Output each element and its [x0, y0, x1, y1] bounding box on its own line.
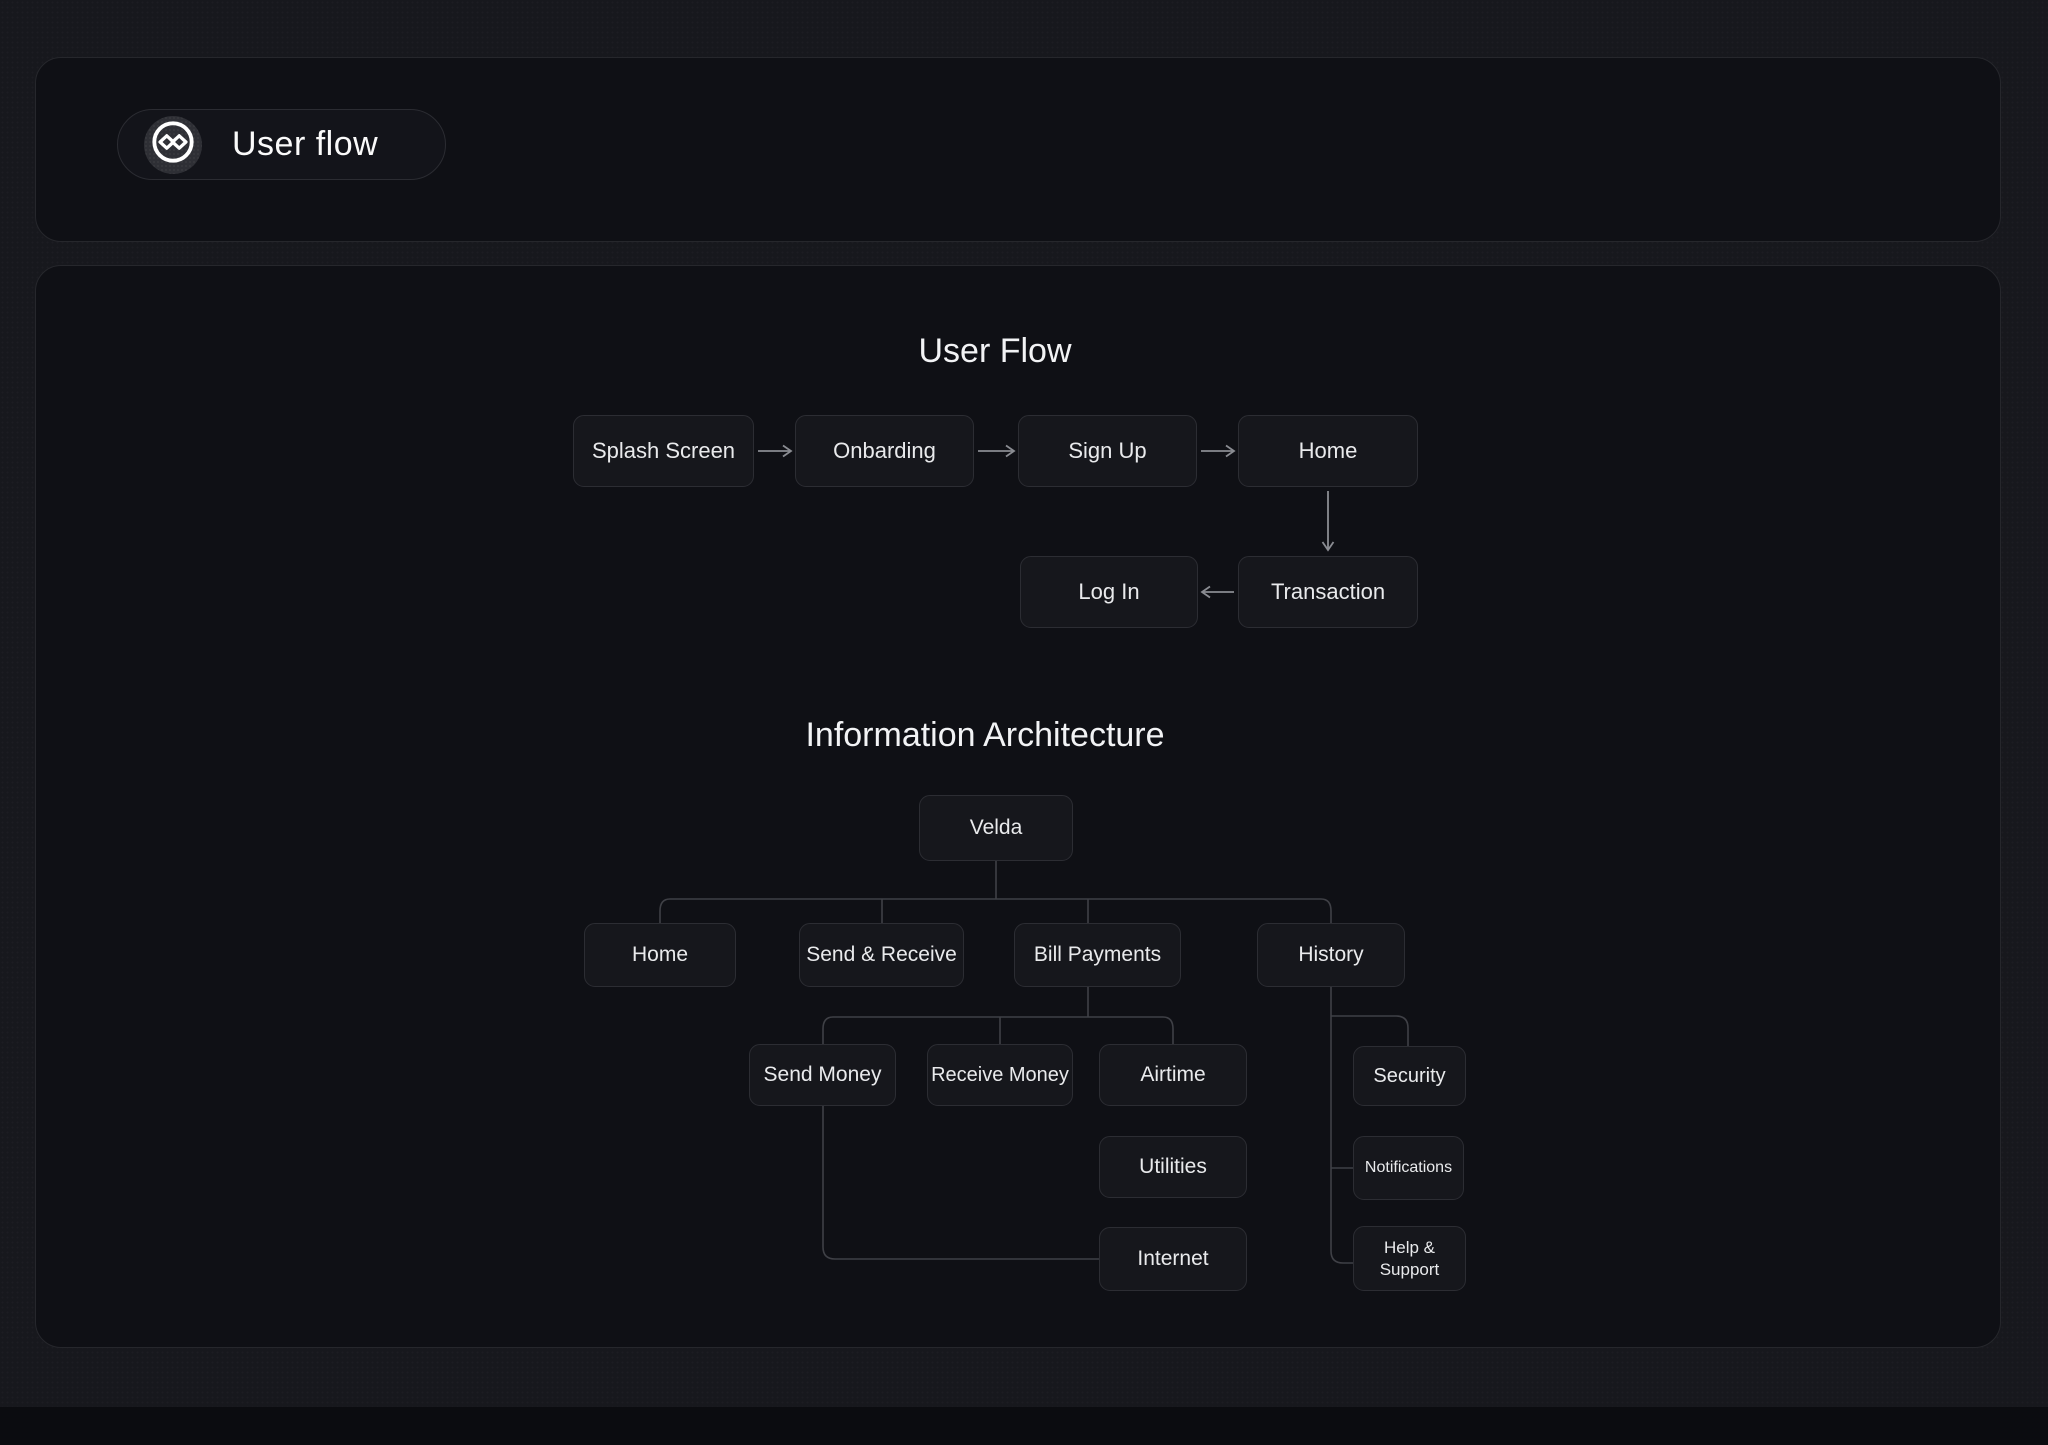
ia-node-security: Security: [1353, 1046, 1466, 1106]
ia-node-home: Home: [584, 923, 736, 987]
flow-node-onbarding: Onbarding: [795, 415, 974, 487]
logo-chip: [144, 115, 202, 174]
infinity-icon: [150, 119, 196, 170]
wire-level3-rail: [822, 1016, 1174, 1044]
bottom-edge-strip: [0, 1407, 2048, 1445]
badge-label: User flow: [232, 125, 379, 163]
ia-node-send-receive: Send & Receive: [799, 923, 964, 987]
flow-node-log-in: Log In: [1020, 556, 1198, 628]
wire-to-security: [1331, 1015, 1409, 1046]
information-architecture-title: Information Architecture: [805, 716, 1165, 754]
wire-sendmoney-to-internet: [822, 1106, 1099, 1260]
ia-node-airtime: Airtime: [1099, 1044, 1247, 1106]
arrowhead: [1005, 444, 1016, 458]
ia-node-receive-money: Receive Money: [927, 1044, 1073, 1106]
arrowhead: [1321, 541, 1335, 552]
arrowhead: [782, 444, 793, 458]
ia-node-notifications: Notifications: [1353, 1136, 1464, 1200]
arrowhead: [1200, 585, 1211, 599]
ia-node-internet: Internet: [1099, 1227, 1247, 1291]
ia-node-velda: Velda: [919, 795, 1073, 861]
connector-wires: [659, 444, 1409, 1264]
wire-history-down: [1330, 987, 1353, 1264]
flow-node-transaction: Transaction: [1238, 556, 1418, 628]
user-flow-title: User Flow: [918, 332, 1072, 370]
user-flow-badge: User flow: [117, 109, 446, 180]
ia-node-send-money: Send Money: [749, 1044, 896, 1106]
flow-node-splash-screen: Splash Screen: [573, 415, 754, 487]
ia-node-history: History: [1257, 923, 1405, 987]
header-card: User flow: [35, 57, 2001, 242]
ia-node-help-support: Help & Support: [1353, 1226, 1466, 1291]
flow-node-home: Home: [1238, 415, 1418, 487]
flow-node-sign-up: Sign Up: [1018, 415, 1197, 487]
arrowhead: [1225, 444, 1236, 458]
ia-node-bill-payments: Bill Payments: [1014, 923, 1181, 987]
ia-node-utilities: Utilities: [1099, 1136, 1247, 1198]
wire-level2-rail: [659, 898, 1332, 923]
diagram-card: User Flow Splash Screen Onbarding Sign U…: [35, 265, 2001, 1348]
